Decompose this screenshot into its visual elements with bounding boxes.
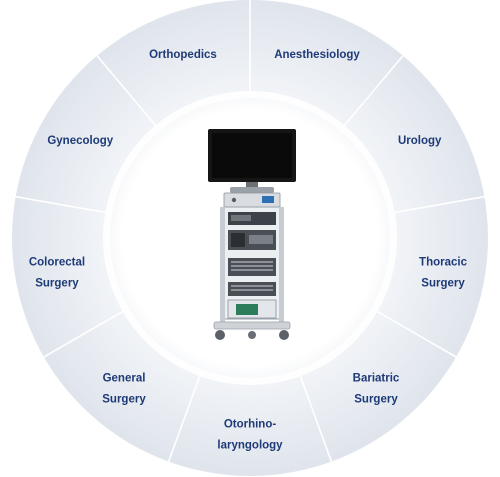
wheel-right <box>279 330 289 340</box>
segment-divider <box>15 195 106 214</box>
specialty-label-urology[interactable]: Urology <box>398 135 442 147</box>
segment-divider <box>376 310 457 358</box>
specialty-label-line: Surgery <box>102 394 146 406</box>
wheel-left <box>215 330 225 340</box>
specialty-label-line: Anesthesiology <box>274 49 360 61</box>
segment-dividers <box>15 0 485 462</box>
specialty-label-gynecology[interactable]: Gynecology <box>47 135 113 147</box>
segment-divider <box>299 375 333 462</box>
specialty-label-line: Urology <box>398 135 442 147</box>
specialty-label-line: Surgery <box>421 278 465 290</box>
specialty-label-line: Thoracic <box>419 257 468 269</box>
specialty-label-line: laryngology <box>217 440 283 452</box>
specialty-label-line: Bariatric <box>353 373 400 385</box>
segment-divider <box>394 195 485 214</box>
segment-divider <box>167 375 201 462</box>
segment-divider <box>343 55 404 126</box>
monitor-mount <box>230 187 274 193</box>
specialty-label-orthopedics[interactable]: Orthopedics <box>149 49 217 61</box>
specialty-label-otorhinolaryngology[interactable]: Otorhino-laryngology <box>217 419 283 452</box>
segment-divider <box>43 310 124 358</box>
endoscopy-tower-cart <box>208 129 296 340</box>
specialty-label-line: Orthopedics <box>149 49 217 61</box>
specialty-label-line: Surgery <box>35 278 79 290</box>
specialty-label-line: Gynecology <box>47 135 113 147</box>
specialty-label-line: Surgery <box>354 394 398 406</box>
specialty-label-anesthesiology[interactable]: Anesthesiology <box>274 49 360 61</box>
specialty-label-line: General <box>103 373 146 385</box>
wheel-center <box>248 331 256 339</box>
specialty-label-line: Colorectal <box>29 257 85 269</box>
segment-divider <box>96 55 157 126</box>
specialty-label-line: Otorhino- <box>224 419 277 431</box>
cart-base <box>213 321 291 330</box>
